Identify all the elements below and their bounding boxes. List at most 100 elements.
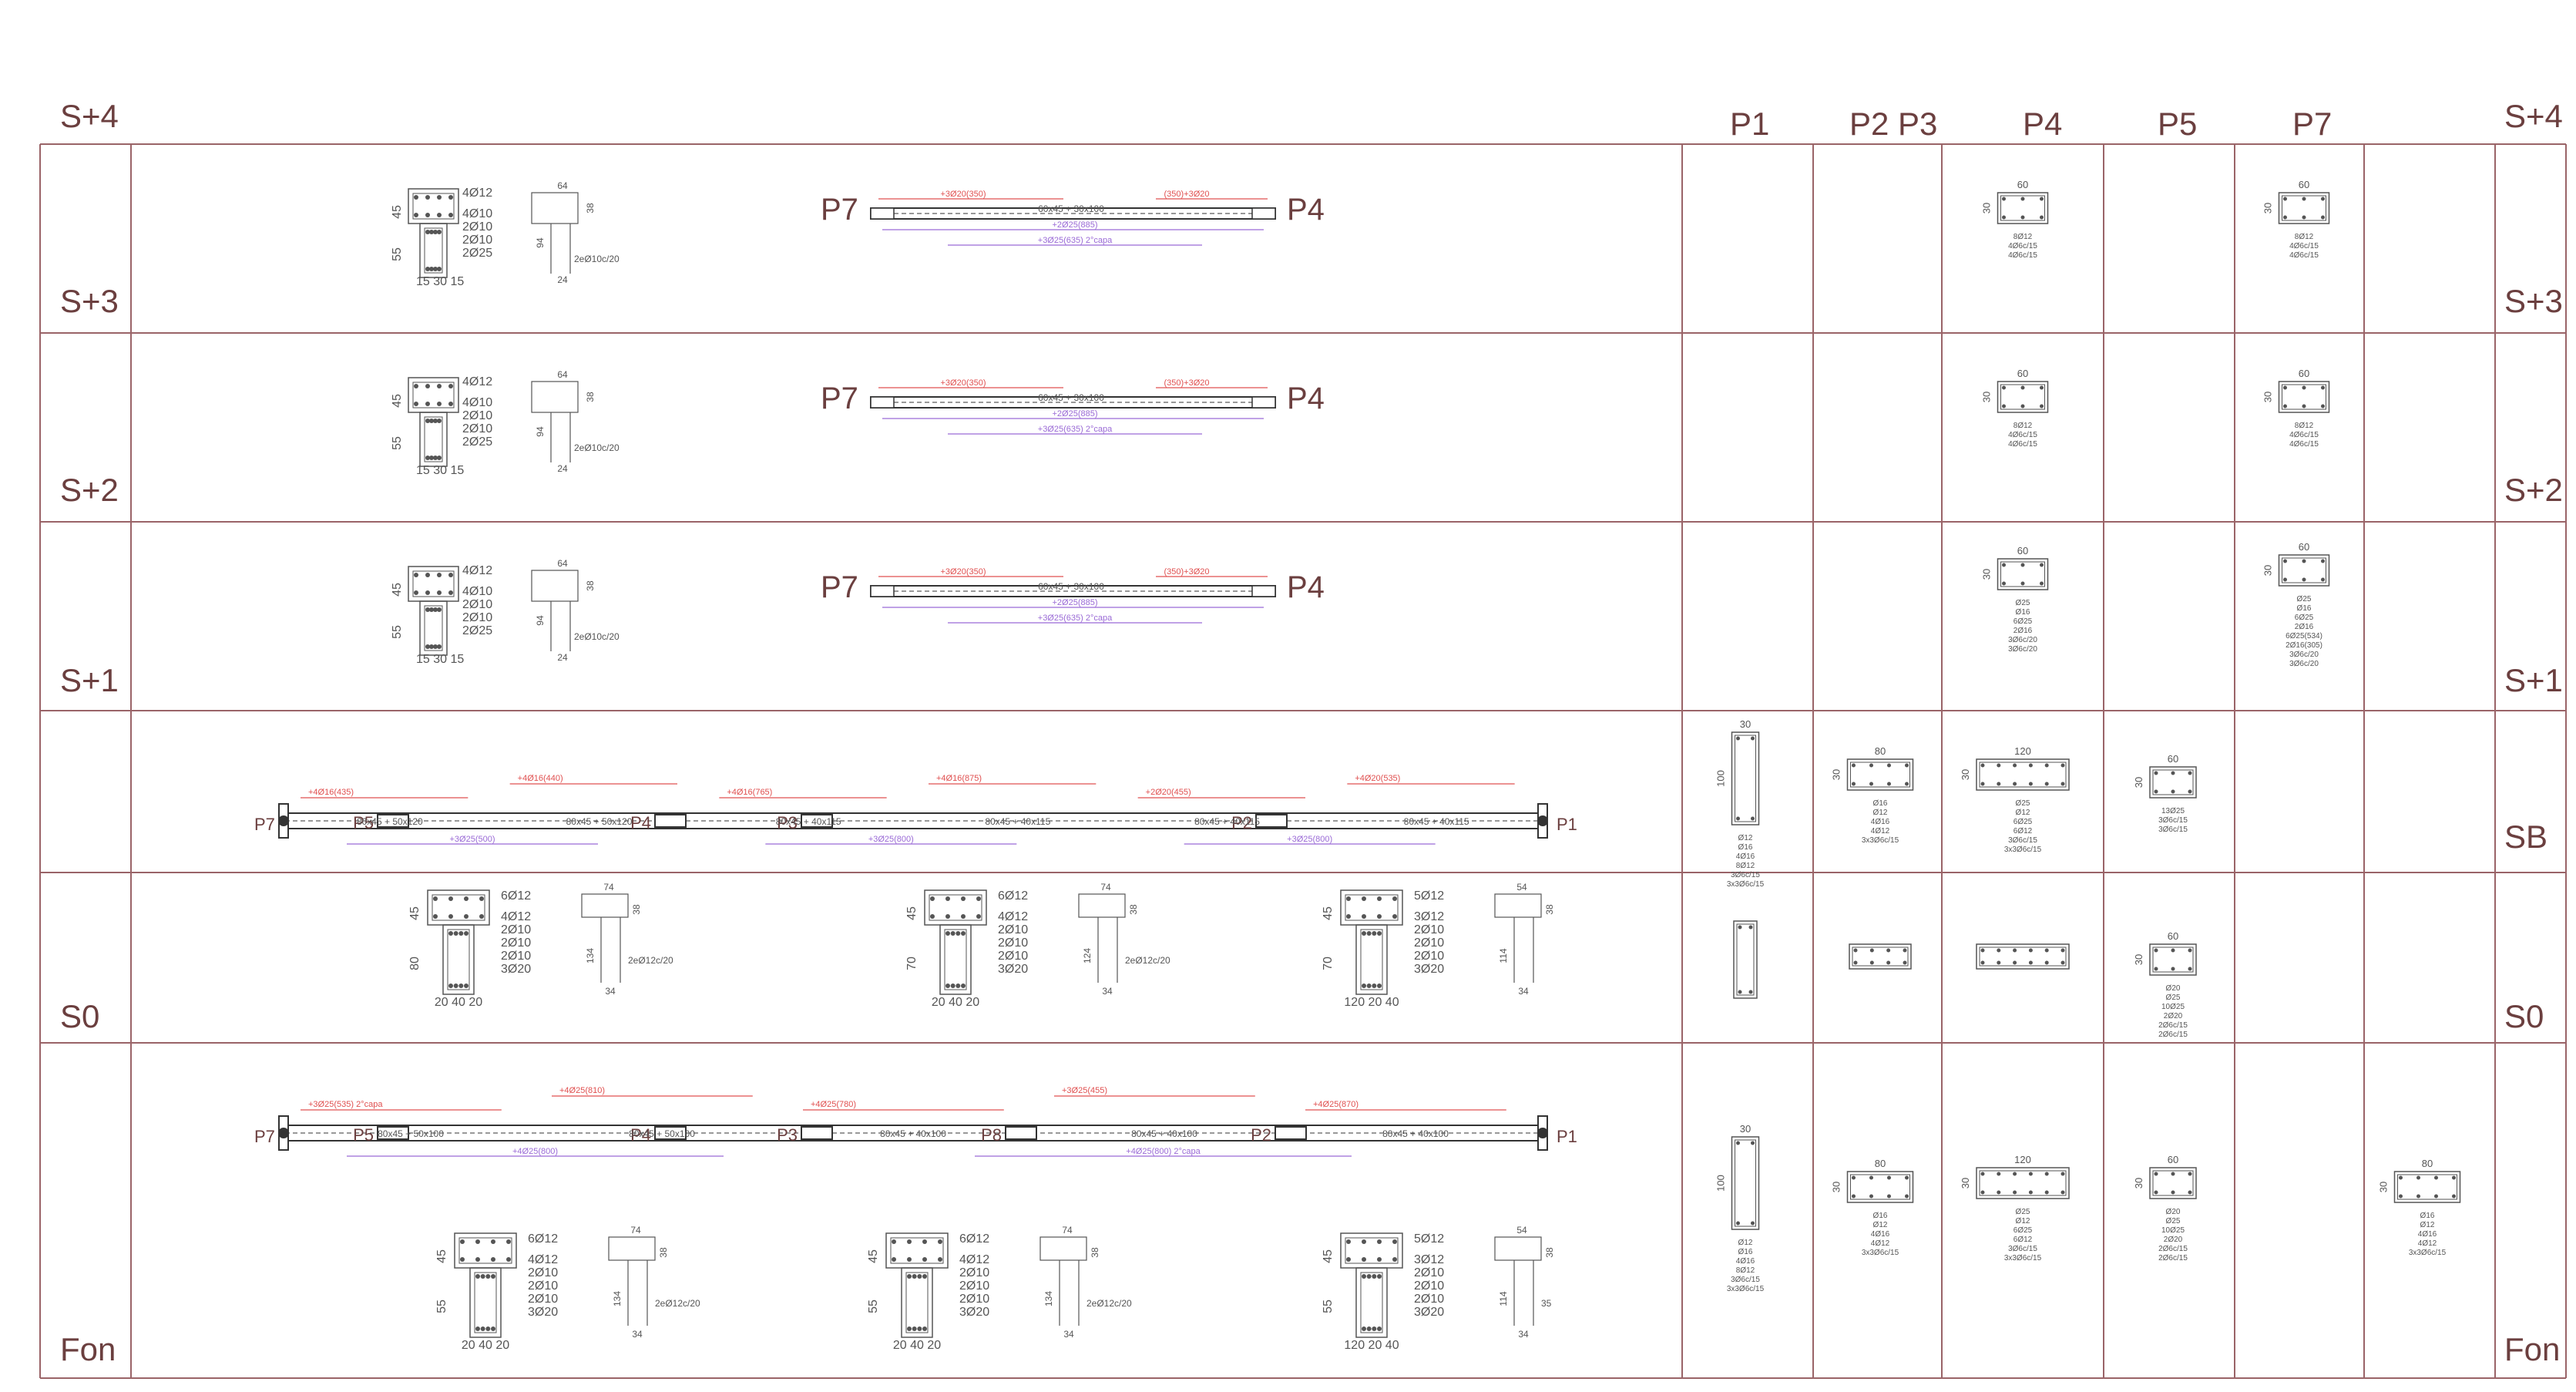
rebar-label: 2Ø10 <box>1414 950 1444 963</box>
stirrup-shape <box>608 1236 656 1261</box>
rebar-dot <box>1377 1326 1382 1331</box>
rebar-label: 2Ø10 <box>1414 923 1444 936</box>
stirrup-label: 2eØ10c/20 <box>574 442 620 453</box>
column-rebar-label: 6Ø25 <box>2295 614 2314 622</box>
rebar-dot <box>506 1239 511 1244</box>
column-outline <box>1997 381 2049 413</box>
rebar-dot <box>1377 931 1382 936</box>
dim: 55 <box>391 247 404 261</box>
support-label: P4 <box>630 1125 651 1145</box>
rebar-dot <box>2020 385 2025 390</box>
column-rebar-label: 3Ø6c/20 <box>2008 636 2037 644</box>
column-rebar-label: 4Ø6c/15 <box>2289 440 2319 449</box>
rebar-dot <box>917 1274 922 1279</box>
dim: 30 <box>1981 569 1993 580</box>
level-label-right: S+1 <box>2504 662 2563 698</box>
rebar-dot <box>912 1274 917 1279</box>
column-outline <box>1976 943 2070 970</box>
level-label-right: S+3 <box>2504 283 2563 319</box>
rebar-dot <box>1997 782 2001 786</box>
column-rebar-label: 10Ø25 <box>2161 1003 2185 1011</box>
section-outline <box>924 889 987 926</box>
column-rebar-label: 3Ø6c/20 <box>2008 645 2037 654</box>
dim: 64 <box>557 369 568 380</box>
rebar-dot <box>2040 215 2044 220</box>
rebar-dot <box>2154 771 2158 775</box>
column-rebar-label: Ø25 <box>2166 1217 2181 1226</box>
rebar-dot <box>2044 1190 2049 1195</box>
rebar-dot <box>1366 931 1372 936</box>
rebar-dot <box>1887 763 1891 768</box>
dim: 74 <box>603 882 614 893</box>
span-label: 80x45 + 40x100 <box>1131 1128 1197 1139</box>
rebar-dot <box>479 896 484 901</box>
column-tie <box>1735 1139 1756 1227</box>
rebar-dot <box>1980 1190 1985 1195</box>
column-outline <box>1997 558 2049 590</box>
rebar-dot <box>2321 385 2325 390</box>
dim: 120 20 40 <box>1344 996 1399 1009</box>
rebar-dot <box>437 384 442 388</box>
column-header: P1 <box>1730 106 1769 142</box>
dim: 45 <box>391 583 404 597</box>
column-outline <box>1733 920 1758 999</box>
rebar-dot <box>429 230 434 234</box>
rebar-dot <box>2013 782 2017 786</box>
rebar-dot <box>480 1326 485 1331</box>
rebar-dot <box>956 931 961 936</box>
beam-support <box>870 396 895 409</box>
rebar-dot <box>1362 931 1366 936</box>
dim: 45 <box>408 906 421 920</box>
rebar-dot <box>437 607 442 612</box>
rebar-dot <box>2060 782 2065 786</box>
rebar-label: 2Ø10 <box>462 220 492 234</box>
rebar-dot <box>2321 197 2325 201</box>
rebar-dot <box>1869 782 1873 786</box>
beam-end-left: P7 <box>254 815 275 834</box>
beam-section-web <box>1355 1267 1388 1338</box>
dim: 60 <box>2299 368 2309 379</box>
beam-label: 60x45 + 30x100 <box>1038 581 1104 592</box>
rebar-dot <box>2002 385 2006 390</box>
violet-bar-label: +3Ø25(800) <box>1287 835 1332 844</box>
dim: 100 <box>1715 1175 1727 1192</box>
column-rebar-label: Ø16 <box>2016 608 2030 617</box>
rebar-dot <box>2040 563 2044 567</box>
rebar-dot <box>1751 1141 1755 1145</box>
rebar-dot <box>437 213 442 217</box>
rebar-dot <box>453 931 458 936</box>
rebar-dot <box>930 914 935 919</box>
dim: 30 <box>1981 392 1993 402</box>
column-tie <box>1736 923 1755 996</box>
end-node <box>278 1128 289 1138</box>
rebar-dot <box>2020 581 2025 586</box>
rebar-dot <box>506 1257 511 1262</box>
rebar-dot <box>961 983 966 988</box>
rebar-dot <box>2013 1190 2017 1195</box>
column-rebar-label: 2Ø6c/15 <box>2158 1021 2188 1030</box>
rebar-label: 3Ø12 <box>1414 1253 1444 1266</box>
rebar-dot <box>2171 948 2175 953</box>
dim: 70 <box>1322 957 1335 970</box>
beam-section <box>408 377 459 413</box>
rebar-dot <box>429 456 434 460</box>
rebar-dot <box>2060 960 2065 965</box>
rebar-dot <box>2283 197 2287 201</box>
section-outline <box>469 1267 502 1338</box>
column-rebar-label: 13Ø25 <box>2161 807 2185 815</box>
beam-end-right: P4 <box>1287 382 1325 415</box>
rebar-label: 2Ø10 <box>528 1266 558 1279</box>
column-outline <box>1976 1167 2070 1199</box>
section-stirrup <box>1345 1237 1399 1264</box>
violet-bar-label: +3Ø25(635) 2°capa <box>1038 614 1113 623</box>
rebar-label: 4Ø12 <box>501 910 531 923</box>
rebar-dot <box>1346 1257 1351 1262</box>
dim: 74 <box>630 1225 641 1236</box>
rebar-dot <box>2171 1172 2175 1176</box>
dim: 60 <box>2299 179 2309 190</box>
beam-support <box>870 207 895 220</box>
rebar-dot <box>2044 782 2049 786</box>
